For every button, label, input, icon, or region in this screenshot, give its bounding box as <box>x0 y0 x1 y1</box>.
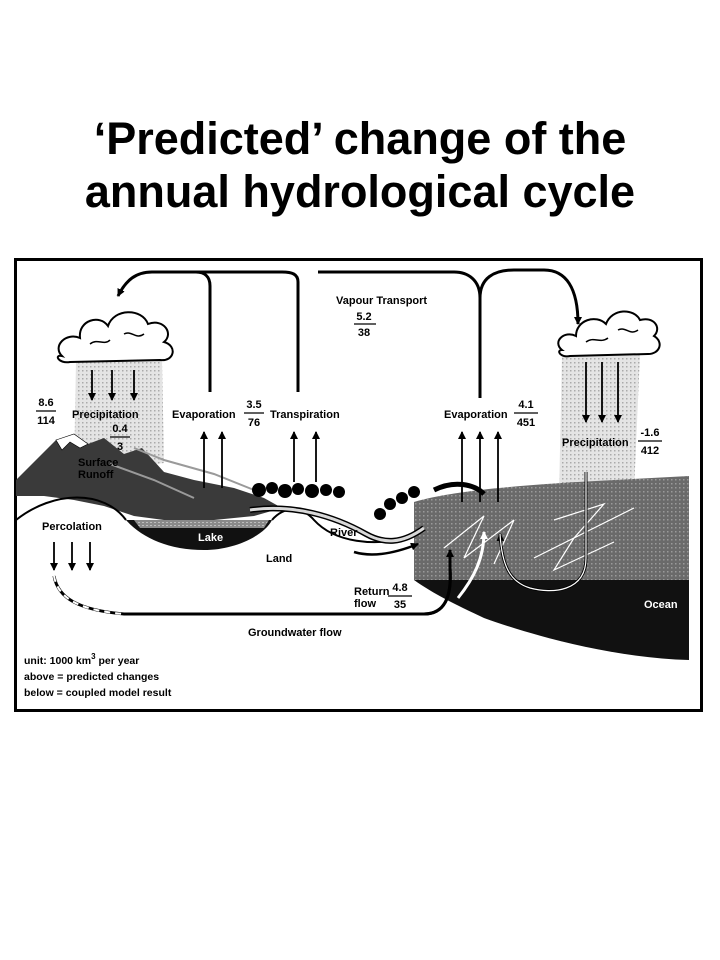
precipitation-arrows-land <box>88 370 138 401</box>
mountain-ridge <box>109 447 255 499</box>
legend-unit-exponent: 3 <box>91 652 96 661</box>
return-flow-below: 35 <box>394 599 406 611</box>
precip-ocean-label: Precipitation <box>562 437 629 449</box>
evaporation-land-label: Evaporation <box>172 409 236 421</box>
vapour-evaporation-link <box>195 270 212 392</box>
precip-ocean-below: 412 <box>641 445 659 457</box>
lake-surface <box>134 520 269 528</box>
precip-land-label: Precipitation <box>72 409 139 421</box>
legend-unit: unit: 1000 km3 per year <box>24 652 139 667</box>
surface-runoff-line1: Surface <box>78 457 118 469</box>
vapour-transport-arrow-left <box>116 270 300 392</box>
transpiration-arrows <box>290 431 320 482</box>
return-flow-line1: Return <box>354 586 390 598</box>
vapour-transport-above: 5.2 <box>356 311 371 323</box>
legend-above: above = predicted changes <box>24 671 159 683</box>
legend-below: below = coupled model result <box>24 687 172 699</box>
ocean-label: Ocean <box>644 599 678 611</box>
precipitation-arrows-ocean <box>582 362 622 423</box>
river-water <box>249 506 425 543</box>
vapour-transport-arrow-right <box>478 268 582 398</box>
return-flow-above: 4.8 <box>392 582 407 594</box>
hydrological-cycle-diagram: Vapour Transport 5.2 38 8.6 114 Precipit… <box>14 258 703 712</box>
evapotranspiration-above: 3.5 <box>246 399 261 411</box>
cloud-land <box>56 311 174 364</box>
snow-melt-below: 3 <box>117 441 123 453</box>
precip-land-below: 114 <box>37 415 56 427</box>
cloud-ocean <box>557 310 661 358</box>
return-flow-arrow <box>423 549 454 616</box>
title-line-2: annual hydrological cycle <box>84 166 636 217</box>
precip-land-above: 8.6 <box>38 397 53 409</box>
ocean-precip-loop-inner <box>499 472 587 592</box>
snow-melt-above: 0.4 <box>112 423 128 435</box>
lake-label: Lake <box>198 532 223 544</box>
evaporation-ocean-label: Evaporation <box>444 409 508 421</box>
return-flow-line2: flow <box>354 598 376 610</box>
tree-line <box>252 482 420 520</box>
river-flow-arrow <box>353 542 419 556</box>
groundwater-dashed <box>53 575 125 615</box>
percolation-arrows <box>50 542 94 571</box>
transpiration-label: Transpiration <box>270 409 340 421</box>
surface-runoff-line2: Runoff <box>78 469 114 481</box>
mountain-snow <box>55 433 89 451</box>
evapotranspiration-below: 76 <box>248 417 260 429</box>
slide-title: ‘Predicted’ change of the annual hydrolo… <box>0 112 720 218</box>
land-surface <box>15 496 127 521</box>
land-label: Land <box>266 553 292 565</box>
vapour-transport-below: 38 <box>358 327 370 339</box>
evaporation-ocean-above: 4.1 <box>518 399 533 411</box>
river-label: River <box>330 527 358 539</box>
return-flow-arrow-white <box>456 531 488 599</box>
title-line-1: ‘Predicted’ change of the <box>93 113 627 164</box>
vapour-ocean-link <box>318 270 482 299</box>
vapour-transport-label: Vapour Transport <box>336 295 427 307</box>
evaporation-ocean-below: 451 <box>517 417 535 429</box>
rain-shaft-ocean <box>559 354 640 496</box>
precip-ocean-above: -1.6 <box>641 427 660 439</box>
ocean-waves <box>443 502 635 572</box>
ocean-deep <box>414 580 689 660</box>
evaporation-arrows-ocean <box>458 431 502 502</box>
groundwater-label: Groundwater flow <box>248 627 342 639</box>
percolation-label: Percolation <box>42 521 102 533</box>
evaporation-arrows-land <box>200 431 226 488</box>
